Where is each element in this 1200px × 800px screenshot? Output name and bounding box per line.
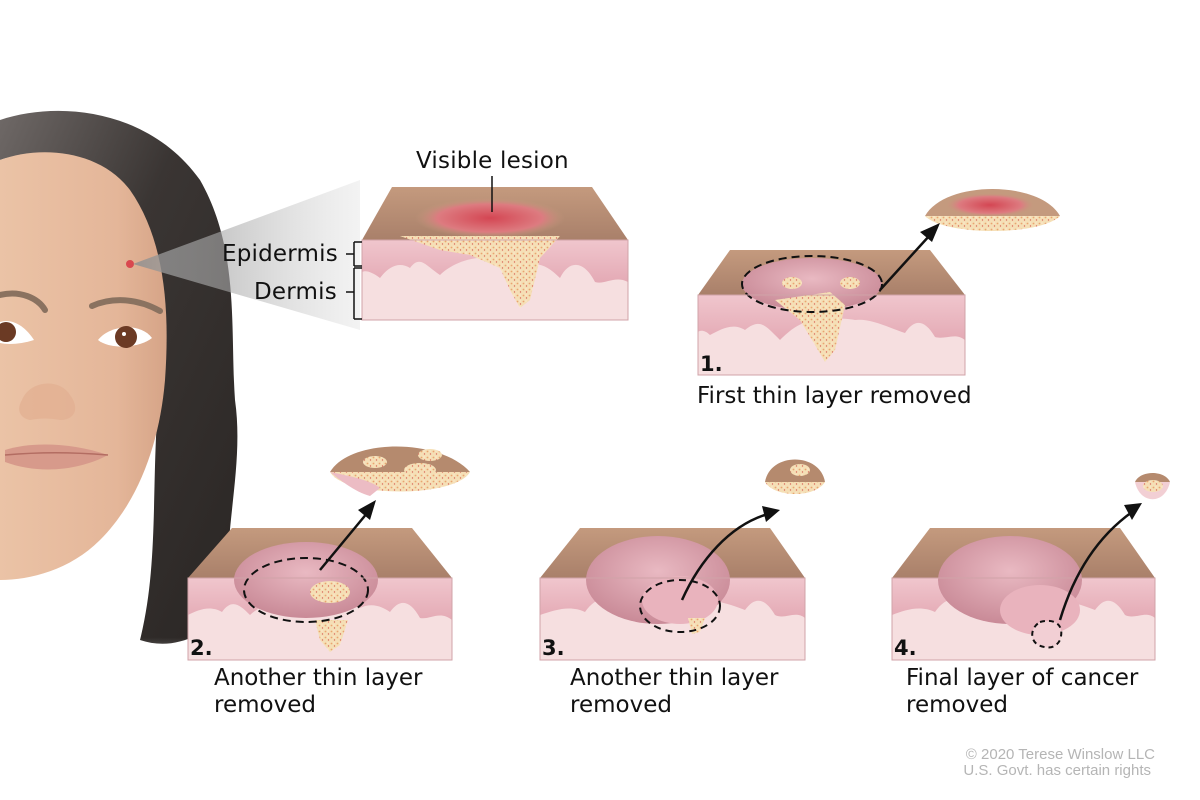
arrow-shaft-3 <box>680 512 769 601</box>
eyebrow-left <box>0 290 48 313</box>
step-3-caption-line2: removed <box>570 692 672 718</box>
step-4-caption: Final layer of cancer removed <box>906 665 1138 719</box>
removed-tissue-3 <box>765 459 825 494</box>
step-4-caption-line1: Final layer of cancer <box>906 665 1139 691</box>
cancer-tissue <box>400 236 560 308</box>
copyright-line2: U.S. Govt. has certain rights <box>963 762 1151 779</box>
arrow-shaft-1 <box>879 234 931 291</box>
skin-block-lesion <box>361 187 629 321</box>
step-4-caption-line2: removed <box>906 692 1008 718</box>
excision-outline-4 <box>1031 620 1063 649</box>
arrow-head-3 <box>762 506 780 522</box>
removed-tissue-2 <box>330 446 470 496</box>
arrow-shaft-2 <box>319 511 369 571</box>
arrow-shaft-4 <box>1058 510 1133 621</box>
step-3-number: 3. <box>542 636 565 660</box>
dermis-bracket <box>346 267 362 320</box>
step-3-caption-line1: Another thin layer <box>570 665 779 691</box>
step-4-number: 4. <box>894 636 917 660</box>
epidermis-bracket <box>346 241 362 267</box>
step-2-caption: Another thin layer removed <box>214 665 422 719</box>
skin-block-step-2 <box>187 528 453 661</box>
removed-tissue-1 <box>925 189 1060 231</box>
copyright-notice: © 2020 Terese Winslow LLC U.S. Govt. has… <box>963 747 1155 779</box>
step-2-caption-line1: Another thin layer <box>214 665 423 691</box>
copyright-line1: © 2020 Terese Winslow LLC <box>965 746 1155 763</box>
excision-outline-3 <box>639 579 721 633</box>
dermis-label: Dermis <box>254 279 337 305</box>
step-2-number: 2. <box>190 636 213 660</box>
step-1-number: 1. <box>700 352 723 376</box>
visible-lesion-area <box>415 198 565 238</box>
iris-right <box>115 326 137 348</box>
arrow-head-2 <box>358 500 376 520</box>
eyebrow-right <box>89 297 163 314</box>
nose <box>19 383 76 420</box>
skin-block-step-3 <box>539 528 806 661</box>
excision-outline-1 <box>741 255 883 313</box>
step-3-caption: Another thin layer removed <box>570 665 778 719</box>
iris-left <box>0 322 16 342</box>
epidermis-label: Epidermis <box>222 241 338 267</box>
excision-outline-2 <box>243 557 369 623</box>
step-2-caption-line2: removed <box>214 692 316 718</box>
skin-block-step-4 <box>891 528 1156 661</box>
forehead-lesion-spot <box>126 260 134 268</box>
skin-block-step-1 <box>697 250 966 376</box>
visible-lesion-label: Visible lesion <box>416 148 569 174</box>
magnification-beam <box>133 180 360 330</box>
arrow-head-1 <box>920 223 940 242</box>
step-1-caption: First thin layer removed <box>697 383 972 409</box>
removed-tissue-4 <box>1135 473 1170 500</box>
arrow-head-4 <box>1124 503 1142 520</box>
